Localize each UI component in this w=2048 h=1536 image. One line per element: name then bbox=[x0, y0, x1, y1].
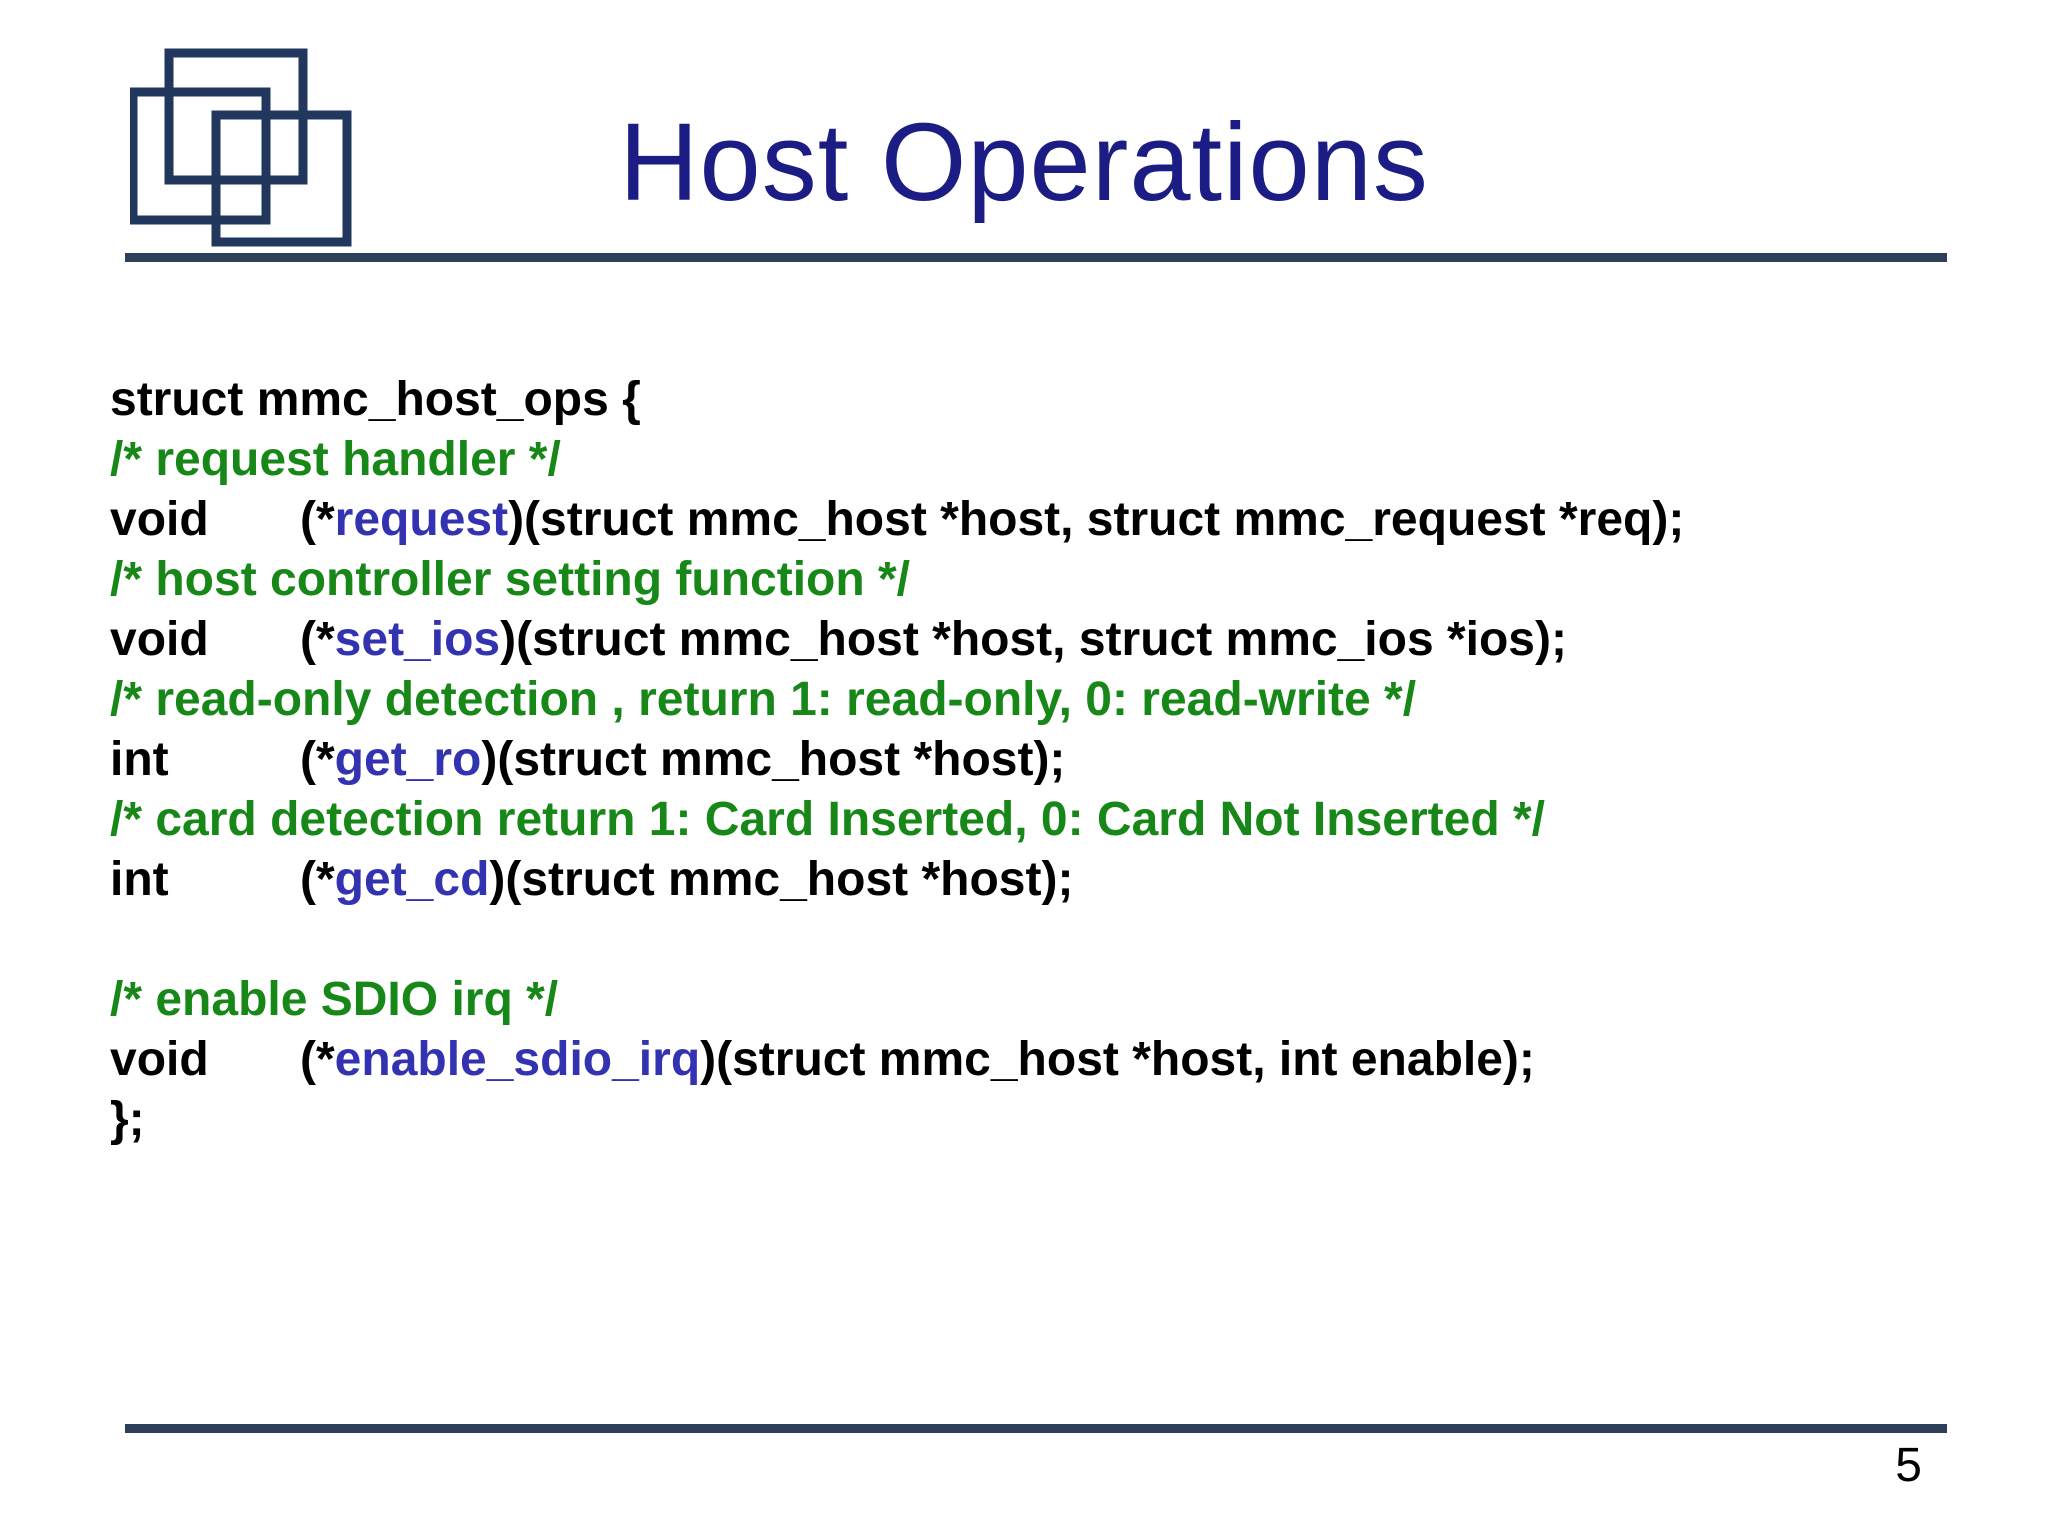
code-line: void (*enable_sdio_irq)(struct mmc_host *… bbox=[110, 1030, 1684, 1090]
code-text: (* bbox=[300, 1033, 335, 1086]
code-text: int bbox=[110, 733, 169, 786]
overlapping-squares-logo-icon bbox=[130, 48, 352, 247]
code-text: void bbox=[110, 613, 209, 666]
function-name: get_cd bbox=[334, 853, 490, 906]
code-text: (* bbox=[300, 853, 335, 906]
code-comment: /* request handler */ bbox=[110, 433, 561, 486]
function-name: enable_sdio_irq bbox=[334, 1033, 701, 1086]
code-comment: /* read-only detection , return 1: read-… bbox=[110, 673, 1417, 726]
code-line: int (*get_ro)(struct mmc_host *host); bbox=[110, 730, 1684, 790]
logo-square-left bbox=[130, 87, 271, 225]
code-line: struct mmc_host_ops { bbox=[110, 370, 1684, 430]
code-block: struct mmc_host_ops { /* request handler … bbox=[110, 370, 1684, 1150]
page-number: 5 bbox=[1895, 1439, 1922, 1492]
function-name: set_ios bbox=[334, 613, 501, 666]
code-text: )(struct mmc_host *host); bbox=[489, 853, 1074, 906]
code-line: int (*get_cd)(struct mmc_host *host); bbox=[110, 850, 1684, 910]
code-text: )(struct mmc_host *host); bbox=[481, 733, 1066, 786]
code-text: )(struct mmc_host *host, struct mmc_ios … bbox=[500, 613, 1567, 666]
code-line: }; bbox=[110, 1090, 1684, 1150]
code-text: }; bbox=[110, 1093, 145, 1146]
code-line: /* request handler */ bbox=[110, 430, 1684, 490]
code-line bbox=[110, 910, 1684, 970]
code-line: /* read-only detection , return 1: read-… bbox=[110, 670, 1684, 730]
code-text: )(struct mmc_host *host, struct mmc_requ… bbox=[508, 493, 1685, 546]
code-line: /* enable SDIO irq */ bbox=[110, 970, 1684, 1030]
code-line: void (*set_ios)(struct mmc_host *host, st… bbox=[110, 610, 1684, 670]
code-comment: /* host controller setting function */ bbox=[110, 553, 911, 606]
code-text: void bbox=[110, 493, 209, 546]
logo-square-bottom-right bbox=[211, 110, 352, 247]
code-text: (* bbox=[300, 733, 335, 786]
code-text: (* bbox=[300, 613, 335, 666]
code-text: int bbox=[110, 853, 169, 906]
footer-rule bbox=[125, 1424, 1947, 1433]
code-text: void bbox=[110, 1033, 209, 1086]
code-line: void (*request)(struct mmc_host *host, st… bbox=[110, 490, 1684, 550]
function-name: request bbox=[334, 493, 509, 546]
code-text: )(struct mmc_host *host, int enable); bbox=[700, 1033, 1535, 1086]
code-text: (* bbox=[300, 493, 335, 546]
page-title: Host Operations bbox=[619, 101, 1429, 224]
code-line: /* card detection return 1: Card Inserte… bbox=[110, 790, 1684, 850]
code-comment: /* card detection return 1: Card Inserte… bbox=[110, 793, 1545, 846]
code-text: struct mmc_host_ops { bbox=[110, 373, 641, 426]
code-line: /* host controller setting function */ bbox=[110, 550, 1684, 610]
title-underline-rule bbox=[125, 253, 1947, 262]
function-name: get_ro bbox=[334, 733, 482, 786]
code-comment: /* enable SDIO irq */ bbox=[110, 973, 559, 1026]
